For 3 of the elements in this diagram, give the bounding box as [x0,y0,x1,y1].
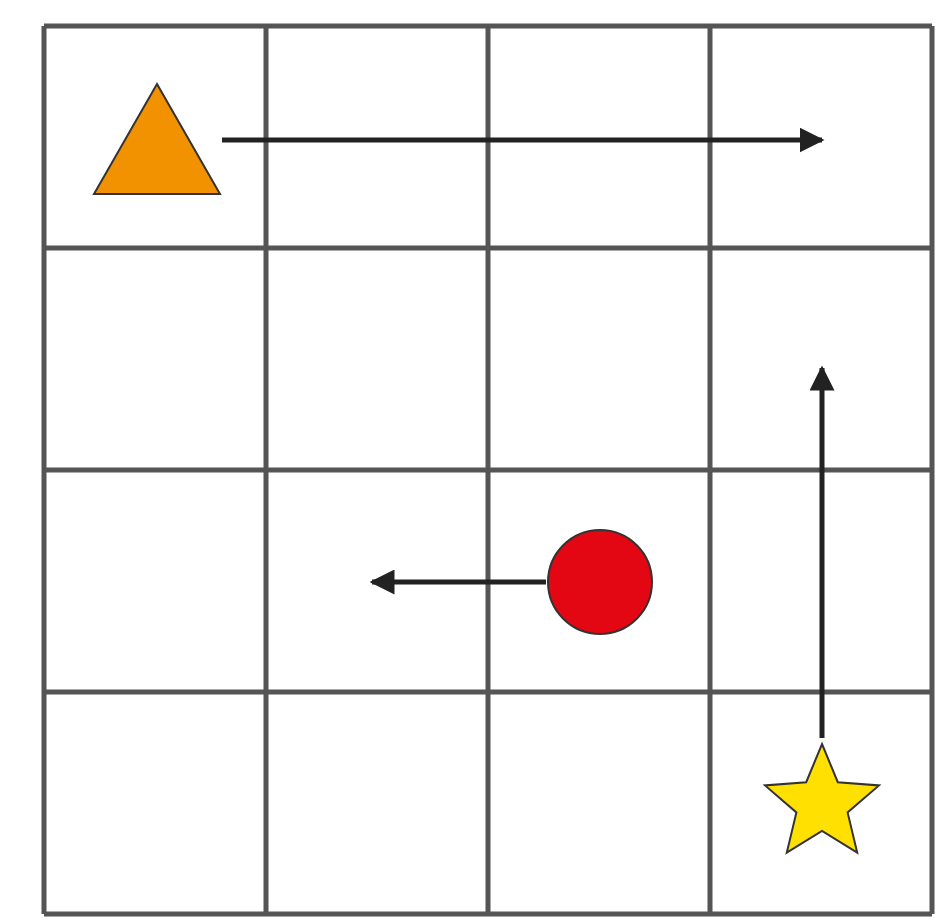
arrow [369,569,546,595]
arrow [809,365,835,738]
arrow [222,127,825,153]
